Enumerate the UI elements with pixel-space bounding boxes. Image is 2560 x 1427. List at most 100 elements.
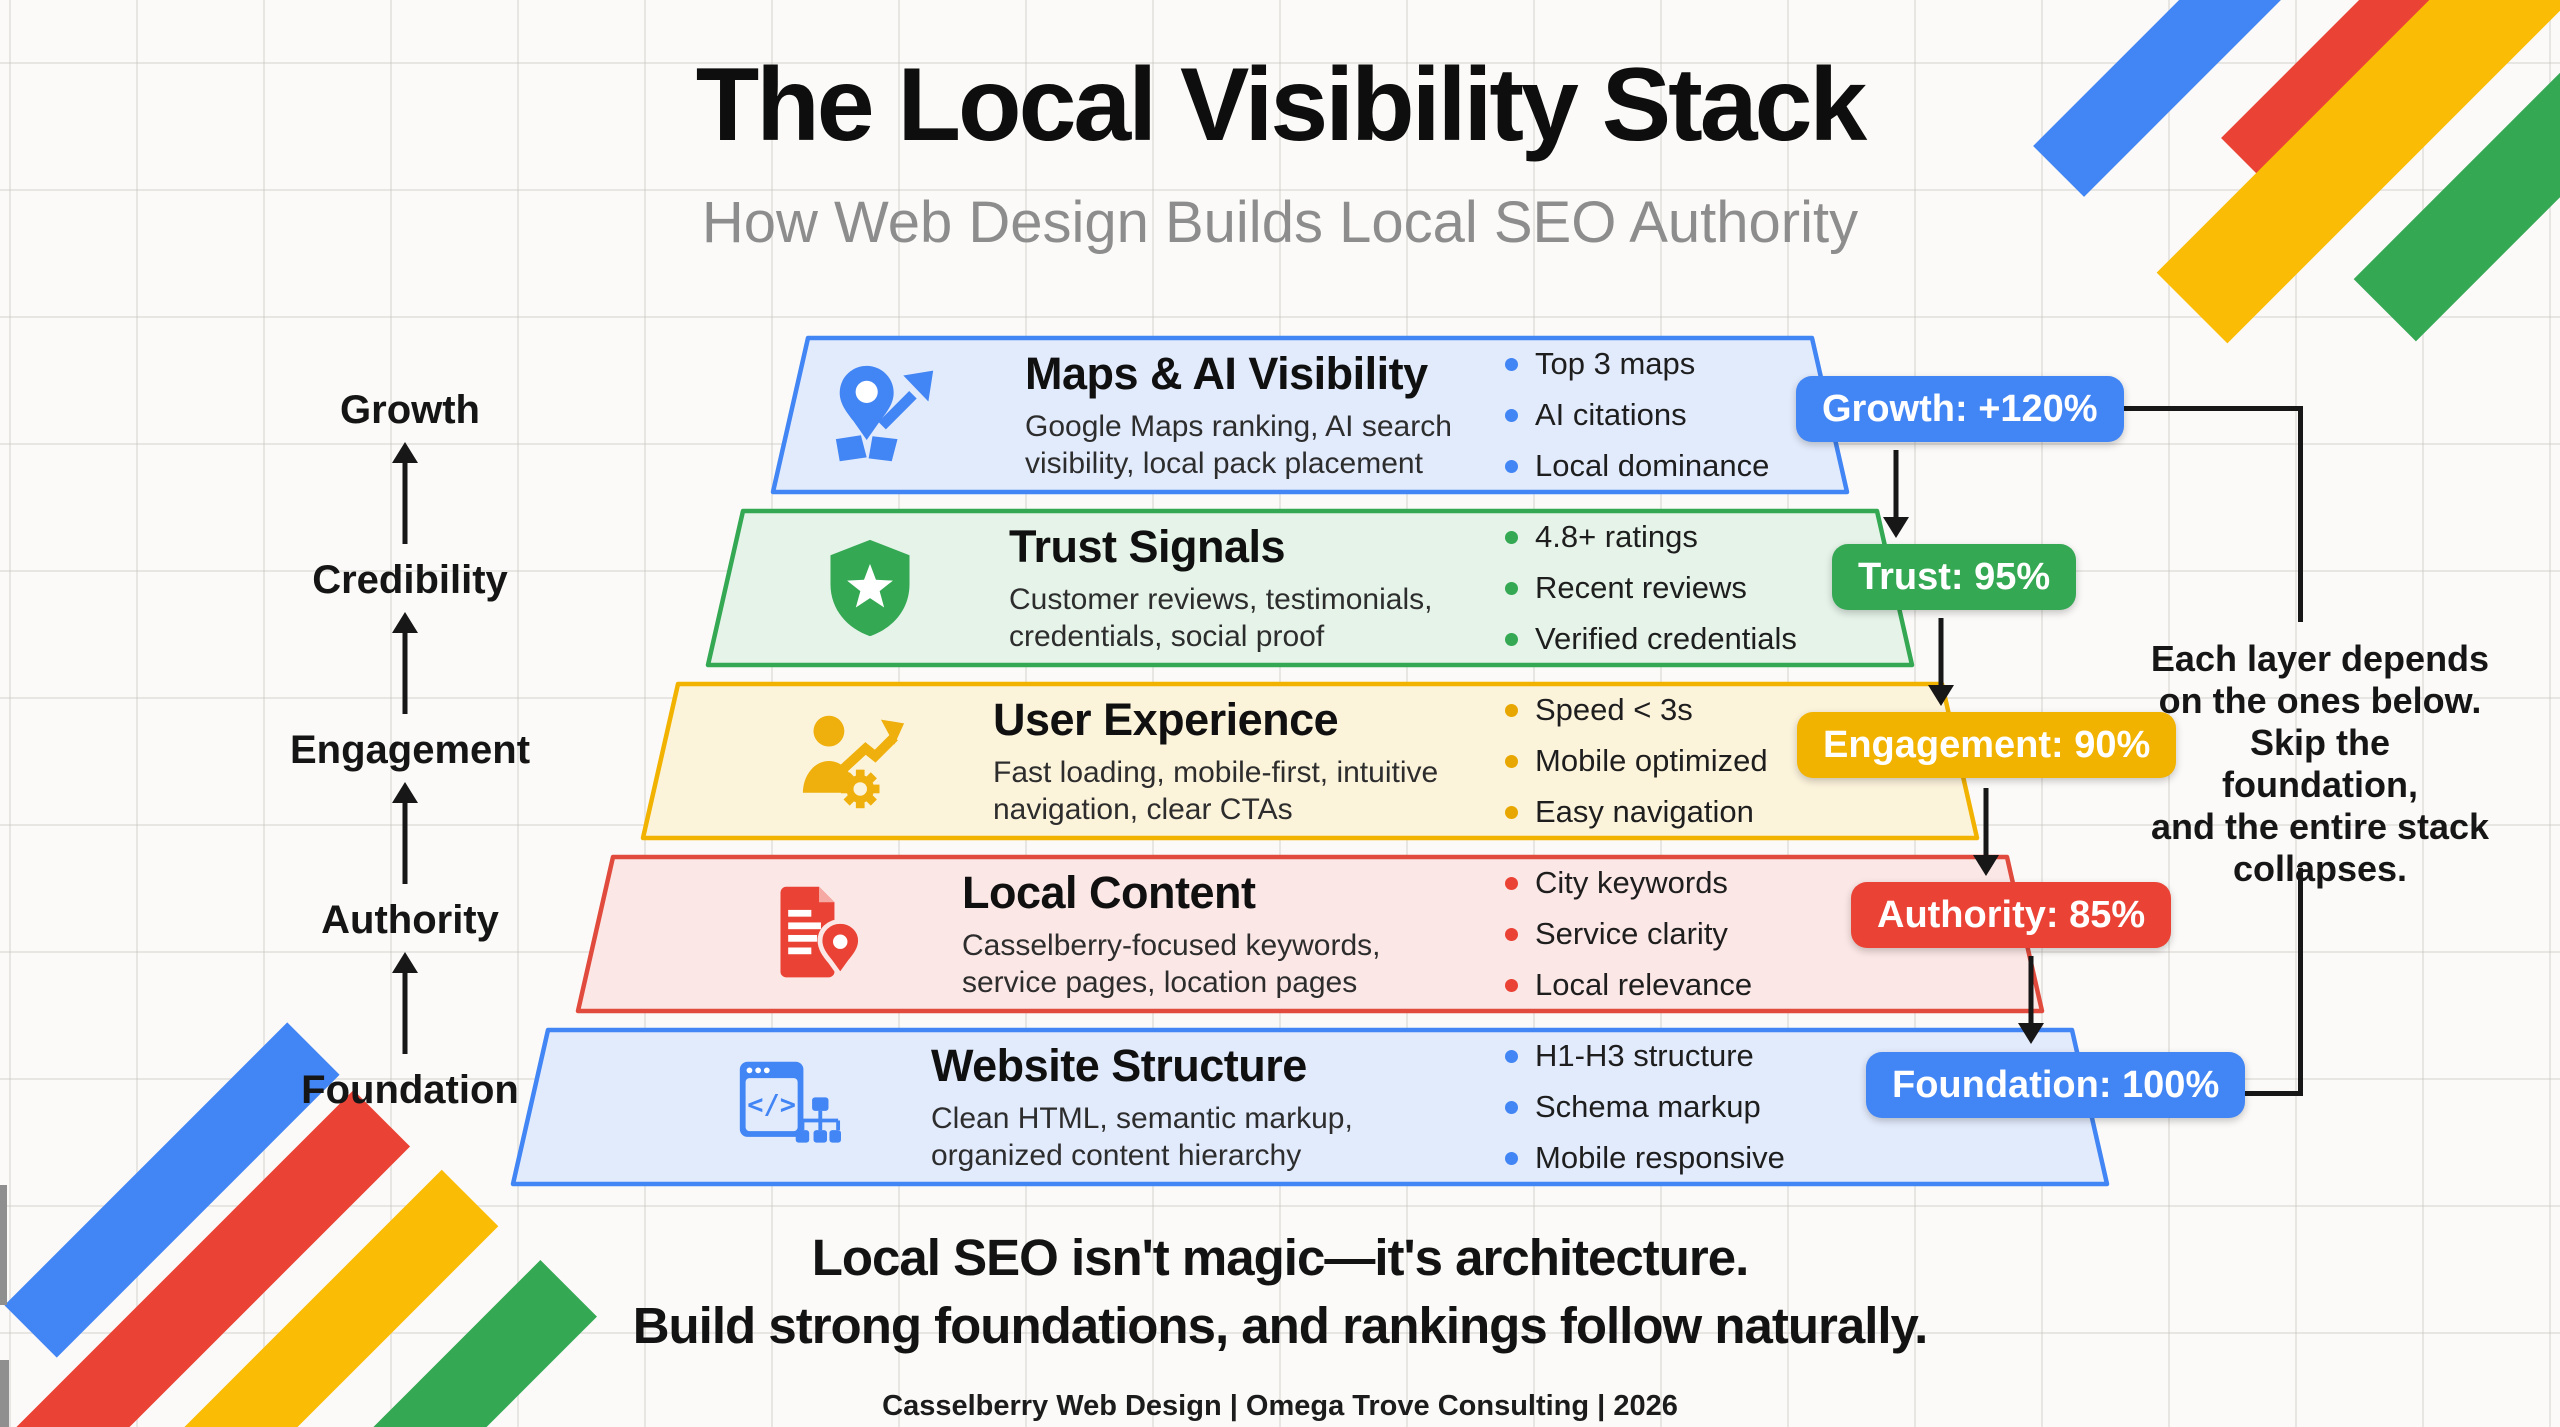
bullet-label: Local relevance	[1535, 967, 1753, 1002]
badge-engagement: Engagement: 90%	[1797, 712, 2177, 778]
bullet-label: Mobile optimized	[1535, 743, 1768, 778]
bracket-line-vertical-lower	[2298, 868, 2303, 1096]
conclusion: Local SEO isn't magic—it's architecture.…	[0, 1224, 2560, 1360]
ladder-label-credibility: Credibility	[312, 558, 508, 602]
layer-bullets: Speed < 3s Mobile optimized Easy navigat…	[1505, 692, 1768, 830]
side-note-line: Skip the foundation,	[2222, 722, 2418, 805]
bullet-item: Top 3 maps	[1505, 346, 1769, 382]
conclusion-line-2: Build strong foundations, and rankings f…	[632, 1297, 1929, 1354]
layer-user-experience: User Experience Fast loading, mobile-fir…	[640, 681, 1980, 841]
bullet-item: 4.8+ ratings	[1505, 519, 1797, 555]
bullet-dot-icon	[1505, 581, 1518, 595]
badge-authority: Authority: 85%	[1851, 882, 2172, 948]
bullet-dot-icon	[1505, 1049, 1518, 1063]
ladder-label-growth: Growth	[340, 388, 480, 432]
bullet-dot-icon	[1505, 978, 1518, 992]
side-note-line: Each layer depends	[2150, 638, 2490, 679]
layer-description: Casselberry-focused keywords,service pag…	[962, 929, 1381, 999]
bullet-dot-icon	[1505, 1100, 1518, 1114]
bullet-dot-icon	[1505, 530, 1518, 544]
bullet-dot-icon	[1505, 703, 1518, 717]
side-note: Each layer depends on the ones below. Sk…	[2150, 638, 2490, 890]
bullet-dot-icon	[1505, 408, 1518, 422]
layer-bullets: City keywords Service clarity Local rele…	[1505, 865, 1752, 1003]
layer-local-content: Local Content Casselberry-focused keywor…	[575, 854, 2045, 1014]
arrow-down-icon	[2017, 956, 2045, 1044]
bullet-dot-icon	[1505, 632, 1518, 646]
bullet-label: Local dominance	[1535, 448, 1770, 483]
bullet-item: Schema markup	[1505, 1089, 1785, 1125]
arrow-up-icon	[391, 612, 419, 714]
bullet-dot-icon	[1505, 876, 1518, 890]
badge-trust: Trust: 95%	[1832, 544, 2077, 610]
side-note-line: on the ones below.	[2158, 680, 2482, 721]
map-pin-trend-icon	[832, 362, 938, 468]
bullet-item: Recent reviews	[1505, 570, 1797, 606]
bullet-item: City keywords	[1505, 865, 1752, 901]
bullet-label: Top 3 maps	[1535, 346, 1696, 381]
bracket-line-bottom	[2190, 1091, 2303, 1096]
side-note-line: and the entire stack	[2150, 806, 2490, 847]
bullet-item: AI citations	[1505, 397, 1769, 433]
layer-trapezoid-shape	[705, 508, 1915, 668]
bullet-label: Recent reviews	[1535, 570, 1747, 605]
bullet-label: Schema markup	[1535, 1089, 1761, 1124]
bullet-label: AI citations	[1535, 397, 1687, 432]
svg-text:</>: </>	[747, 1090, 796, 1121]
decor-stripe-gray-edge-1	[0, 1185, 7, 1305]
bullet-dot-icon	[1505, 357, 1518, 371]
bullet-item: Speed < 3s	[1505, 692, 1768, 728]
bullet-label: H1-H3 structure	[1535, 1038, 1754, 1073]
page-subtitle: How Web Design Builds Local SEO Authorit…	[701, 190, 1859, 255]
layer-maps-ai-visibility: Maps & AI Visibility Google Maps ranking…	[770, 335, 1850, 495]
layer-title: Website Structure	[931, 1040, 1307, 1091]
bullet-dot-icon	[1505, 754, 1518, 768]
badge-foundation: Foundation: 100%	[1866, 1052, 2246, 1118]
layer-description: Customer reviews, testimonials,credentia…	[1009, 583, 1433, 653]
bullet-label: Service clarity	[1535, 916, 1728, 951]
bullet-item: Verified credentials	[1505, 621, 1797, 657]
bullet-item: Local dominance	[1505, 448, 1769, 484]
footer-credit: Casselberry Web Design | Omega Trove Con…	[882, 1390, 1678, 1422]
layer-trapezoid-shape	[510, 1027, 2110, 1187]
layer-trust-signals: Trust Signals Customer reviews, testimon…	[705, 508, 1915, 668]
bullet-dot-icon	[1505, 459, 1518, 473]
layer-bullets: H1-H3 structure Schema markup Mobile res…	[1505, 1038, 1785, 1176]
bullet-item: Service clarity	[1505, 916, 1752, 952]
decor-stripe-gray-edge-2	[0, 1360, 9, 1427]
header: The Local Visibility Stack How Web Desig…	[0, 46, 2560, 256]
document-pin-icon	[767, 881, 873, 987]
layer-title: User Experience	[993, 694, 1339, 745]
ladder-label-foundation: Foundation	[301, 1068, 519, 1112]
bullet-label: Easy navigation	[1535, 794, 1754, 829]
layer-title: Maps & AI Visibility	[1025, 348, 1428, 399]
bullet-label: Speed < 3s	[1535, 692, 1693, 727]
user-trend-gear-icon	[800, 708, 906, 814]
side-note-line: collapses.	[2232, 848, 2408, 889]
arrow-up-icon	[391, 782, 419, 884]
page-title: The Local Visibility Stack	[695, 47, 1868, 163]
layer-title: Local Content	[962, 867, 1256, 918]
bullet-label: City keywords	[1535, 865, 1728, 900]
arrow-up-icon	[391, 442, 419, 544]
arrow-down-icon	[1882, 450, 1910, 538]
browser-code-sitemap-icon: </>	[735, 1054, 841, 1160]
bullet-label: Mobile responsive	[1535, 1140, 1785, 1175]
bullet-item: Mobile optimized	[1505, 743, 1768, 779]
badge-growth: Growth: +120%	[1796, 376, 2124, 442]
layer-description: Clean HTML, semantic markup,organized co…	[931, 1102, 1353, 1172]
bullet-dot-icon	[1505, 927, 1518, 941]
bullet-dot-icon	[1505, 1151, 1518, 1165]
bullet-item: Local relevance	[1505, 967, 1752, 1003]
bullet-item: Easy navigation	[1505, 794, 1768, 830]
arrow-down-icon	[1927, 618, 1955, 706]
layer-title: Trust Signals	[1009, 521, 1286, 572]
shield-star-icon	[817, 535, 923, 641]
bullet-label: Verified credentials	[1535, 621, 1797, 656]
bullet-label: 4.8+ ratings	[1535, 519, 1698, 554]
bracket-line-vertical-upper	[2298, 406, 2303, 622]
bullet-dot-icon	[1505, 805, 1518, 819]
bullet-item: Mobile responsive	[1505, 1140, 1785, 1176]
